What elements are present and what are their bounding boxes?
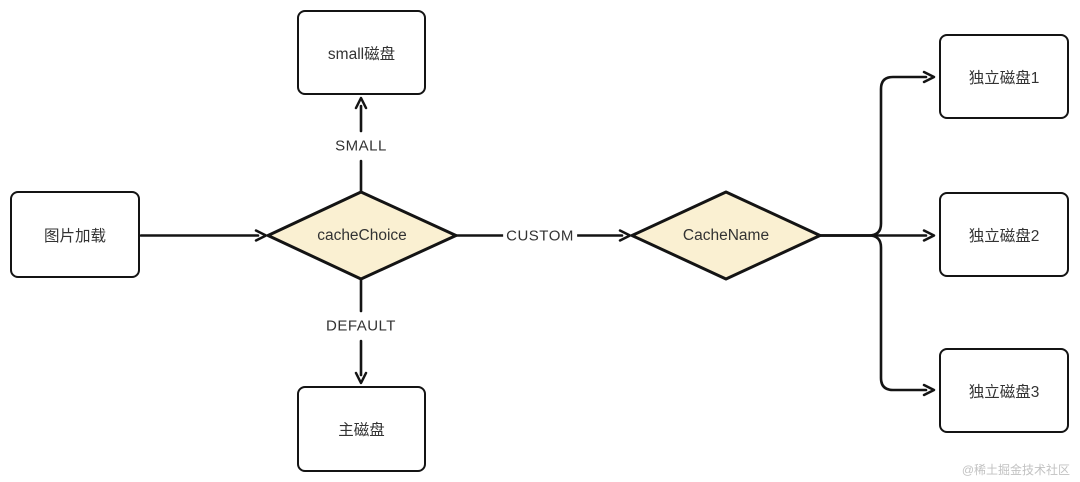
- watermark-text: @稀土掘金技术社区: [961, 463, 1070, 477]
- decision-cachename-shape: [630, 190, 822, 281]
- edge-label-small: SMALL: [332, 137, 390, 155]
- node-small-disk-label: small磁盘: [327, 45, 396, 63]
- node-image-load: 图片加载: [10, 191, 140, 278]
- node-main-disk: 主磁盘: [297, 386, 426, 472]
- node-disk1: 独立磁盘1: [939, 34, 1069, 119]
- node-disk1-label: 独立磁盘1: [968, 69, 1040, 87]
- decision-cachename-label: CacheName: [682, 227, 770, 244]
- node-disk3: 独立磁盘3: [939, 348, 1069, 433]
- edge-cachename-disk3: [818, 234, 936, 397]
- node-disk3-label: 独立磁盘3: [968, 383, 1040, 401]
- edge-cachename-disk1: [818, 70, 936, 237]
- decision-cachechoice-shape: [266, 190, 458, 281]
- node-image-load-label: 图片加载: [43, 227, 106, 245]
- edge-label-custom: CUSTOM: [503, 227, 577, 245]
- decision-cachechoice-label: cacheChoice: [317, 227, 407, 244]
- node-small-disk: small磁盘: [297, 10, 426, 95]
- node-disk2: 独立磁盘2: [939, 192, 1069, 277]
- node-main-disk-label: 主磁盘: [338, 422, 385, 439]
- edge-label-default: DEFAULT: [323, 317, 399, 335]
- node-disk2-label: 独立磁盘2: [968, 227, 1040, 245]
